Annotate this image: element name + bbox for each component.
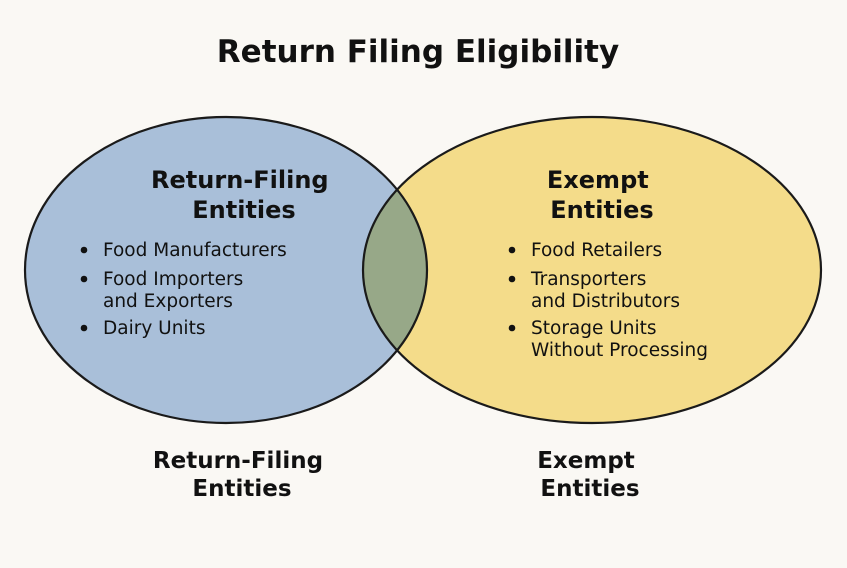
left-caption: Return-Filing Entities xyxy=(153,448,331,502)
bullet-dot xyxy=(508,324,516,332)
bullet-dot xyxy=(80,275,88,283)
left-set-item: Dairy Units xyxy=(103,318,205,339)
right-set-item: Food Retailers xyxy=(531,240,662,261)
left-set-items: Food Manufacturers Food Importers and Ex… xyxy=(80,240,287,339)
left-set-circle xyxy=(25,117,427,423)
right-set-heading-line: Entities xyxy=(550,196,653,224)
bullet-dot xyxy=(508,275,516,283)
left-set-heading: Return-Filing Entities xyxy=(151,166,337,224)
left-set-item: Food Manufacturers xyxy=(103,240,287,261)
right-set-item: Transporters and Distributors xyxy=(530,269,680,312)
bullet-dot xyxy=(80,324,88,332)
bullet-dot xyxy=(80,246,88,254)
right-set-heading-line: Exempt xyxy=(547,166,649,194)
left-set-heading-line: Return-Filing xyxy=(151,166,329,194)
right-set-item: Storage Units Without Processing xyxy=(531,318,708,361)
left-set-item: Food Importers and Exporters xyxy=(103,269,249,312)
right-set-outline xyxy=(361,115,823,425)
right-set-circle xyxy=(363,117,821,423)
right-caption: Exempt Entities xyxy=(537,448,643,502)
left-set-heading-line: Entities xyxy=(192,196,295,224)
diagram-title: Return Filing Eligibility xyxy=(217,34,619,70)
bullet-dot xyxy=(508,246,516,254)
right-set-heading: Exempt Entities xyxy=(547,166,657,224)
left-set-outline xyxy=(23,115,429,425)
right-set-items: Food Retailers Transporters and Distribu… xyxy=(508,240,708,361)
